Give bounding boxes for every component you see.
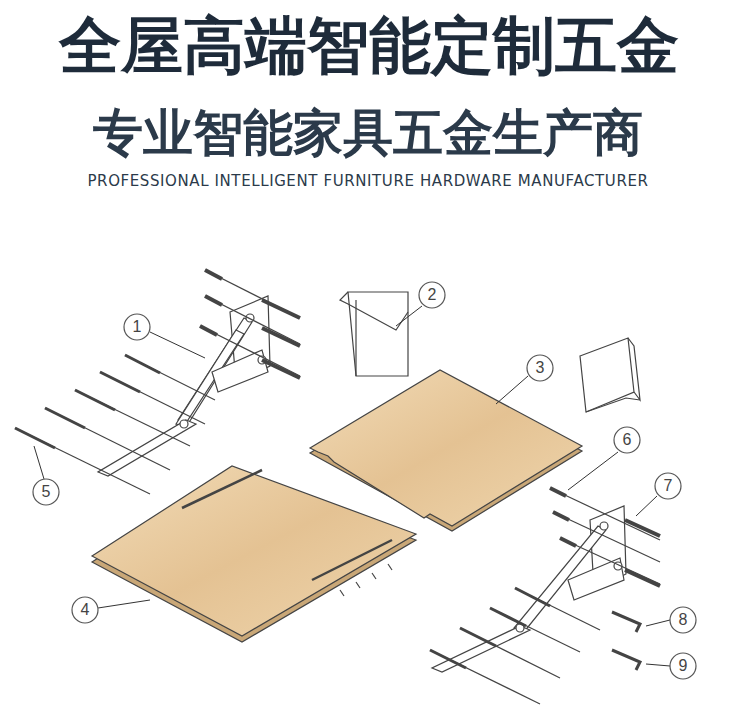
right-mechanism <box>432 506 626 672</box>
hex-key <box>612 612 640 670</box>
left-mechanism <box>98 296 270 476</box>
callout-number: 6 <box>615 428 639 452</box>
page-title: 全屋高端智能定制五金 <box>59 4 679 88</box>
callout-number: 2 <box>420 283 444 307</box>
subtitle: 专业智能家具五金生产商 <box>93 100 643 167</box>
leader-line <box>34 306 670 666</box>
callout-number: 8 <box>671 608 695 632</box>
board <box>92 466 416 642</box>
callout-circle <box>33 282 696 679</box>
bracket <box>340 292 408 376</box>
callout-number: 4 <box>73 598 97 622</box>
callout-number: 5 <box>34 480 58 504</box>
callout-number: 9 <box>671 654 695 678</box>
board <box>310 370 582 531</box>
bracket <box>580 338 640 412</box>
screws <box>430 488 660 704</box>
callout-number: 1 <box>125 315 149 339</box>
callout-number: 7 <box>656 474 680 498</box>
screws <box>15 270 300 494</box>
subtitle-english: PROFESSIONAL INTELLIGENT FURNITURE HARDW… <box>87 172 648 190</box>
callout-number: 3 <box>528 356 552 380</box>
